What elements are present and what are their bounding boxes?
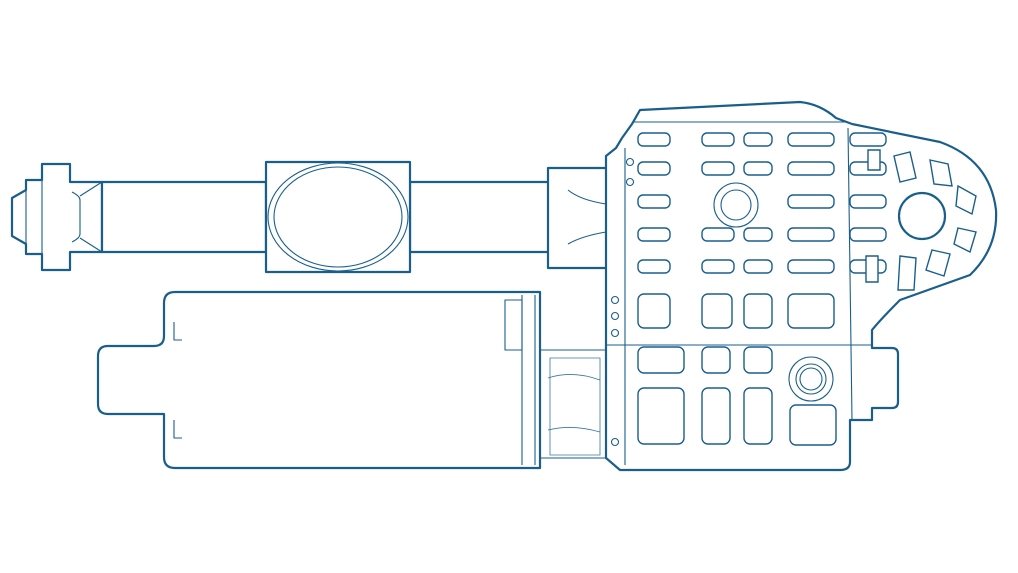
housing-slot [637, 132, 671, 147]
housing-rivets [610, 157, 635, 447]
housing-slot [637, 161, 671, 176]
housing-slot [701, 259, 735, 274]
mounting-hole [897, 191, 947, 241]
housing-slot [849, 227, 887, 242]
housing-slot [787, 161, 835, 176]
housing-slot [637, 194, 671, 209]
housing-slot [637, 259, 671, 274]
upper-boss [713, 182, 759, 228]
housing-pocket [743, 387, 773, 445]
housing-slot [787, 194, 835, 209]
extension-rod [100, 180, 268, 254]
housing-slot [701, 132, 735, 147]
housing-pocket [637, 387, 685, 445]
housing-slot [743, 227, 773, 242]
housing-slot [787, 227, 835, 242]
extension-rod-assembly [10, 160, 617, 274]
housing-slot [637, 227, 671, 242]
housing-pocket [637, 346, 685, 374]
lower-boss [788, 356, 834, 402]
housing-slot [743, 259, 773, 274]
gear-housing-slots [637, 132, 887, 446]
housing-slot [743, 132, 773, 147]
housing-pocket [701, 346, 731, 374]
housing-pocket [701, 293, 733, 329]
housing-slot [701, 227, 735, 242]
housing-pocket [743, 293, 773, 329]
housing-pocket [701, 387, 731, 445]
housing-pocket [787, 293, 835, 329]
housing-pocket [743, 346, 773, 374]
rod-collar [264, 160, 412, 274]
housing-slot [701, 161, 735, 176]
housing-slot [743, 161, 773, 176]
housing-slot [849, 132, 887, 147]
housing-slot [849, 194, 887, 209]
housing-pocket [637, 293, 671, 329]
gear-housing [540, 100, 998, 472]
housing-slot [787, 259, 835, 274]
housing-slot [787, 132, 835, 147]
housing-pocket [789, 404, 837, 446]
mounting-clevis [865, 149, 977, 291]
motor-housing [96, 290, 542, 470]
